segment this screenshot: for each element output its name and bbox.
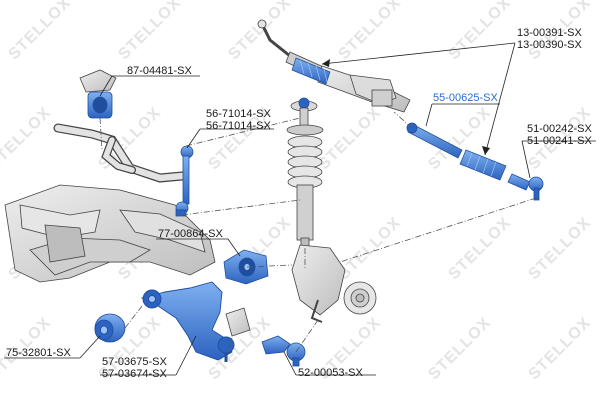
stabilizer-link <box>175 145 194 217</box>
leader-lines <box>4 42 596 376</box>
label-77-00864: 77-00864-SX <box>158 228 223 240</box>
label-57-03674: 57-03674-SX <box>102 368 167 380</box>
label-57-03675: 57-03675-SX <box>102 356 167 368</box>
label-51-00241: 51-00241-SX <box>527 135 592 147</box>
subframe <box>4 184 216 283</box>
lower-control-arm <box>140 281 235 362</box>
label-56-71014-a: 56-71014-SX <box>206 108 271 120</box>
tie-rod-end <box>507 173 544 201</box>
assembly-lines <box>99 111 537 361</box>
inner-tie-rod <box>406 122 463 159</box>
label-56-71014-b: 56-71014-SX <box>206 120 271 132</box>
tie-rod-boot <box>459 149 507 181</box>
ball-joint <box>261 335 306 367</box>
label-87-04481: 87-04481-SX <box>127 65 192 77</box>
label-55-00625: 55-00625-SX <box>433 92 498 104</box>
arm-bracket <box>225 307 251 337</box>
steering-rack <box>257 19 411 113</box>
label-75-32801: 75-32801-SX <box>6 347 71 359</box>
label-52-00053: 52-00053-SX <box>298 367 363 379</box>
label-13-00391: 13-00391-SX <box>517 27 582 39</box>
control-arm-bushing <box>223 249 269 285</box>
label-13-00390: 13-00390-SX <box>517 39 582 51</box>
rack-boot <box>291 57 331 85</box>
label-51-00242: 51-00242-SX <box>527 123 592 135</box>
stabilizer-bushing <box>79 69 117 119</box>
silent-block <box>94 313 126 343</box>
leader-arrows <box>322 59 490 155</box>
strut-assembly <box>286 97 324 249</box>
stabilizer-bar <box>53 123 187 183</box>
